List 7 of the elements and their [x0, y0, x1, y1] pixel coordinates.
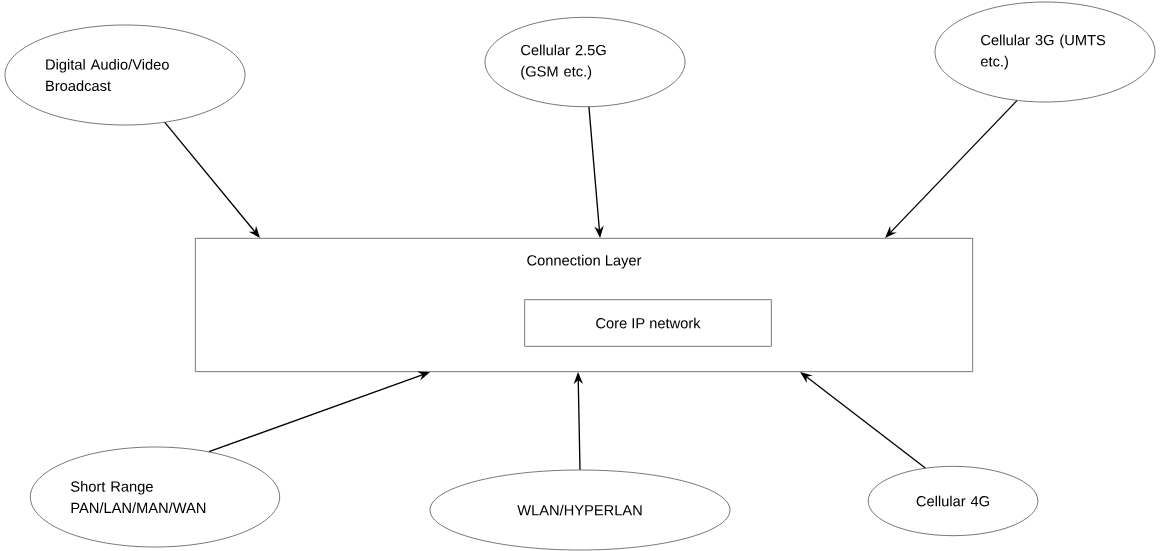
ellipse-node: Cellular 4G — [867, 466, 1039, 536]
ellipse-node: Digital Audio/Video Broadcast — [4, 24, 246, 126]
network-box: Core IP network — [524, 299, 772, 347]
ellipse-node: Short Range PAN/LAN/MAN/WAN — [30, 446, 280, 548]
ellipse-node: Cellular 3G (UMTS etc.) — [934, 1, 1156, 103]
ellipse-node: Cellular 2.5G (GSM etc.) — [484, 17, 686, 107]
ellipse-node: WLAN/HYPERLAN — [429, 469, 731, 551]
